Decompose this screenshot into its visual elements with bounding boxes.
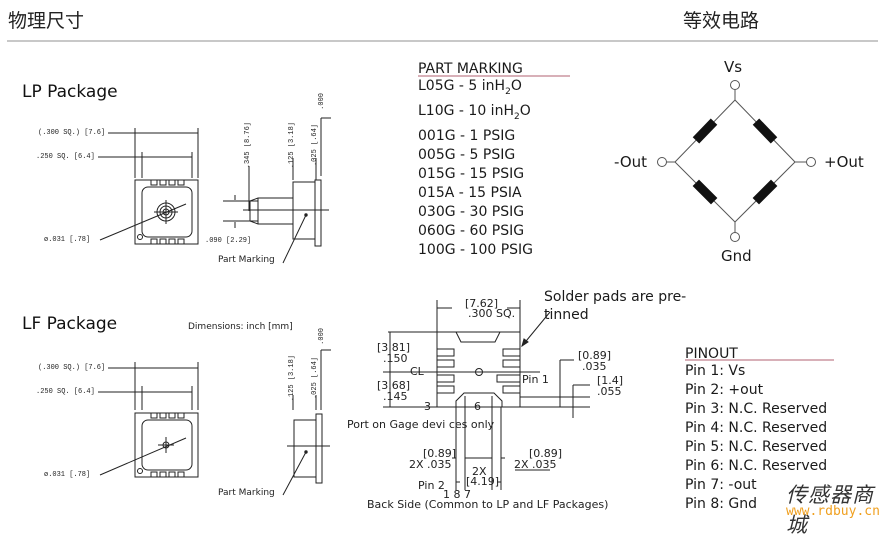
lp-dim-345: .345 [8.76]	[244, 122, 252, 169]
lf-side-view	[282, 349, 331, 496]
part-marking-list: PART MARKING L05G - 5 inH2O L10G - 10 in…	[418, 61, 533, 260]
drawing-canvas	[98, 75, 834, 496]
back-centerline-label: CL	[410, 365, 424, 378]
lp-package-title: LP Package	[22, 82, 118, 102]
resistor-bottom-left	[692, 179, 718, 205]
resistors	[692, 118, 778, 205]
equivalent-circuit-title: 等效电路	[683, 10, 760, 32]
lp-side-view	[223, 117, 331, 264]
back-dim-150: .150	[383, 352, 408, 365]
header-divider	[7, 40, 878, 42]
resistor-top-left	[692, 118, 718, 144]
back-dim-419: [4.19]	[466, 475, 500, 488]
lp-top-view	[98, 128, 199, 245]
circuit-label-pos-out: +Out	[824, 153, 864, 171]
back-dim-300sq: .300 SQ.	[468, 307, 516, 320]
circuit-label-vs: Vs	[724, 58, 743, 76]
back-dim-2x035-right: 2X .035	[514, 458, 557, 471]
back-dim-2x: 2X	[472, 465, 487, 478]
dimensions-units-note: Dimensions: inch [mm]	[188, 322, 293, 332]
back-dim-368: [3.68]	[377, 379, 411, 392]
pinout-item: Pin 7: -out	[685, 477, 757, 493]
pinout-item: Pin 8: Gnd	[685, 496, 758, 512]
watermark-url: www.rdbuy.cn	[786, 504, 880, 519]
lp-dim-300: (.300 SQ.) [7.6]	[38, 129, 106, 137]
lf-dim-300: (.300 SQ.) [7.6]	[38, 364, 106, 372]
resistor-top-right	[752, 118, 778, 144]
back-dim-145: .145	[383, 390, 408, 403]
back-dim-035-right: .035	[582, 360, 607, 373]
lp-dim-090: .090 [2.29]	[205, 237, 252, 245]
pinout-heading: PINOUT	[685, 346, 738, 362]
back-dim-089-bottom-right: [0.89]	[529, 447, 563, 460]
part-marking-item: 001G - 1 PSIG	[418, 127, 516, 144]
part-marking-item: 060G - 60 PSIG	[418, 222, 525, 239]
back-pin2-label: Pin 2	[418, 479, 445, 492]
lp-part-marking-label: Part Marking	[218, 255, 275, 265]
back-pin1-label: Pin 1	[522, 373, 549, 386]
pinout-item: Pin 4: N.C. Reserved	[685, 420, 828, 436]
pinout-item: Pin 2: +out	[685, 382, 764, 398]
lf-dim-000: .000	[318, 328, 326, 345]
part-marking-item: 015A - 15 PSIA	[418, 184, 522, 201]
back-dim-2x035-left: 2X .035	[409, 458, 452, 471]
port-on-gage-note: Port on Gage devi ces only	[347, 418, 495, 431]
back-dim-089-right: [0.89]	[578, 349, 612, 362]
back-pin6-label: 6	[474, 400, 481, 413]
pinout-item: Pin 6: N.C. Reserved	[685, 458, 828, 474]
physical-dimensions-title: 物理尺寸	[8, 10, 85, 32]
lf-dim-250: .250 SQ. [6.4]	[36, 388, 95, 396]
back-pins-bottom: 1 8 7	[443, 488, 471, 501]
back-side-view	[383, 300, 590, 490]
pinout-item: Pin 1: Vs	[685, 363, 746, 379]
pinout-list: PINOUT Pin 1: Vs Pin 2: +out Pin 3: N.C.…	[685, 346, 827, 514]
wheatstone-bridge	[657, 80, 816, 242]
resistor-bottom-right	[752, 179, 778, 205]
pinout-item: Pin 3: N.C. Reserved	[685, 401, 828, 417]
part-marking-item: 100G - 100 PSIG	[418, 241, 534, 258]
lp-dim-250: .250 SQ. [6.4]	[36, 153, 95, 161]
lf-dim-025: .025 [.64]	[311, 357, 319, 400]
back-dim-089-left: [0.89]	[423, 447, 457, 460]
part-marking-item: 005G - 5 PSIG	[418, 146, 516, 163]
back-dim-14: [1.4]	[597, 374, 624, 387]
back-pin3-label: 3	[424, 400, 431, 413]
lf-part-marking-label: Part Marking	[218, 488, 275, 498]
part-marking-item: 015G - 15 PSIG	[418, 165, 525, 182]
part-marking-item: L05G - 5 inH2O	[418, 78, 522, 97]
lp-dim-000: .000	[318, 93, 326, 110]
circuit-label-gnd: Gnd	[721, 247, 752, 265]
lp-dim-125: .125 [3.18]	[288, 122, 296, 169]
circuit-label-neg-out: -Out	[614, 153, 648, 171]
pinout-item: Pin 5: N.C. Reserved	[685, 439, 828, 455]
part-marking-item: L10G - 10 inH2O	[418, 102, 531, 122]
solder-pads-note: Solder pads are pre-tinned	[544, 289, 687, 323]
part-marking-item: 030G - 30 PSIG	[418, 203, 525, 220]
lf-dim-125: .125 [3.18]	[288, 355, 296, 402]
back-dim-381: [3.81]	[377, 341, 411, 354]
lp-dim-diameter: ø.031 [.78]	[44, 236, 91, 244]
back-side-caption: Back Side (Common to LP and LF Packages)	[367, 498, 609, 511]
lf-package-title: LF Package	[22, 314, 118, 334]
lp-dim-025: .025 [.64]	[311, 124, 319, 167]
back-dim-762: [7.62]	[465, 297, 499, 310]
lf-dim-diameter: ø.031 [.78]	[44, 471, 91, 479]
part-marking-heading: PART MARKING	[418, 61, 523, 77]
lf-top-view	[98, 362, 199, 478]
back-dim-055: .055	[597, 385, 622, 398]
